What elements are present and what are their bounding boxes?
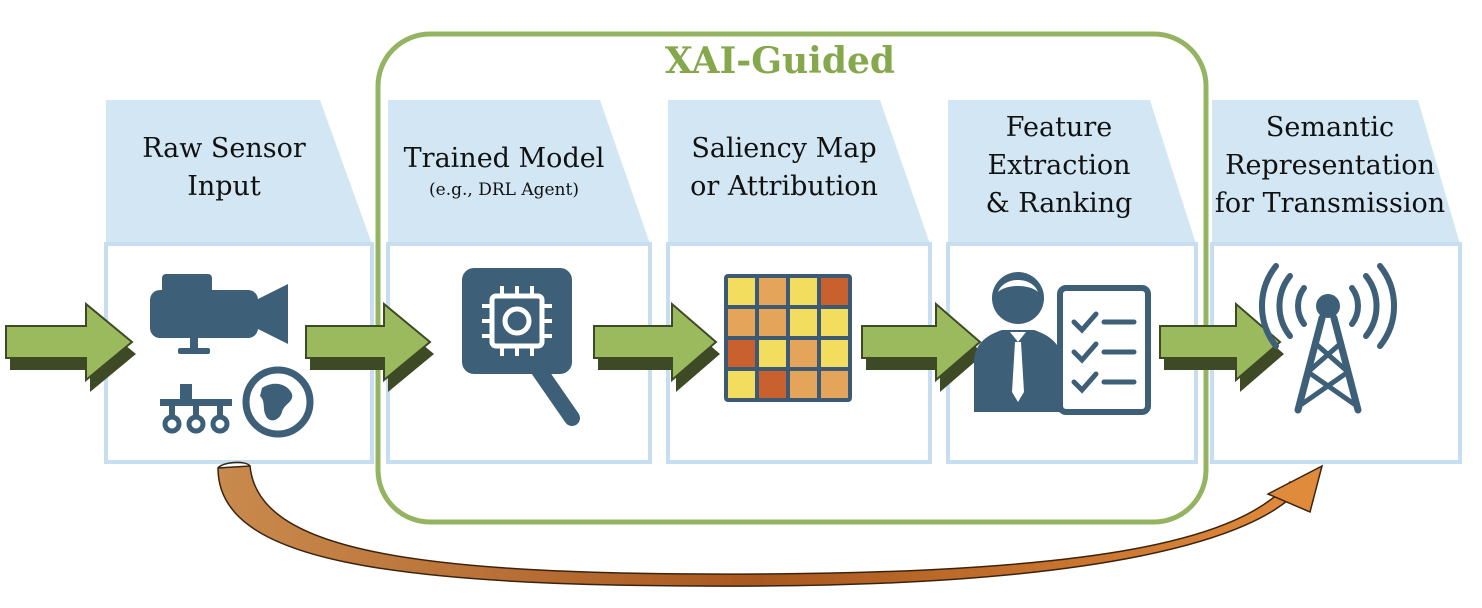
flow-arrow-in: [5, 301, 136, 392]
title-line: Input: [187, 171, 261, 202]
saliency-cell: [821, 309, 848, 336]
flow-arrow-2: [593, 301, 720, 392]
flow-arrow-3: [861, 301, 984, 392]
saliency-cell: [728, 340, 755, 367]
saliency-cell: [728, 371, 755, 398]
saliency-grid-icon: [724, 274, 852, 402]
stage-title-saliency: Saliency Map or Attribution: [668, 128, 900, 208]
title-line: & Ranking: [985, 188, 1133, 219]
antenna-tower-icon: [1259, 263, 1397, 414]
chip-magnifier-icon: [462, 268, 580, 426]
flow-arrow-1: [305, 301, 434, 392]
saliency-cell: [821, 278, 848, 305]
title-line: Representation: [1225, 150, 1435, 181]
xai-group-label: XAI-Guided: [664, 40, 896, 82]
stage-title-raw-sensor: Raw Sensor Input: [106, 128, 342, 208]
saliency-cell: [821, 340, 848, 367]
stage-title-trained-model: Trained Model (e.g., DRL Agent): [388, 134, 620, 208]
sensor-devices-icon: [150, 274, 314, 438]
title-line: Raw Sensor: [142, 133, 306, 164]
saliency-cell: [759, 278, 786, 305]
title-line: for Transmission: [1214, 188, 1446, 219]
title-line: Feature: [1005, 112, 1113, 143]
saliency-cell: [759, 309, 786, 336]
saliency-grid-frame: [724, 274, 852, 402]
title-line: Trained Model: [403, 143, 605, 174]
stage-title-feature: Feature Extraction & Ranking: [948, 107, 1170, 225]
saliency-cell: [728, 309, 755, 336]
title-line: or Attribution: [690, 171, 878, 202]
saliency-cell: [759, 371, 786, 398]
saliency-cell: [790, 371, 817, 398]
flow-arrow-4: [1159, 301, 1284, 392]
stage-title-semantic: Semantic Representation for Transmission: [1212, 107, 1448, 225]
bypass-arrow: [217, 461, 1324, 587]
saliency-cell: [728, 278, 755, 305]
title-line: Saliency Map: [691, 133, 877, 164]
xai-group-outline: [375, 31, 1209, 525]
saliency-cell: [790, 309, 817, 336]
saliency-cell: [790, 340, 817, 367]
person-checklist-icon: [974, 272, 1151, 415]
stage-subtitle: (e.g., DRL Agent): [429, 180, 579, 200]
title-line: Semantic: [1265, 112, 1395, 143]
saliency-cell: [821, 371, 848, 398]
saliency-cell: [759, 340, 786, 367]
saliency-cell: [790, 278, 817, 305]
title-line: Extraction: [987, 150, 1131, 181]
